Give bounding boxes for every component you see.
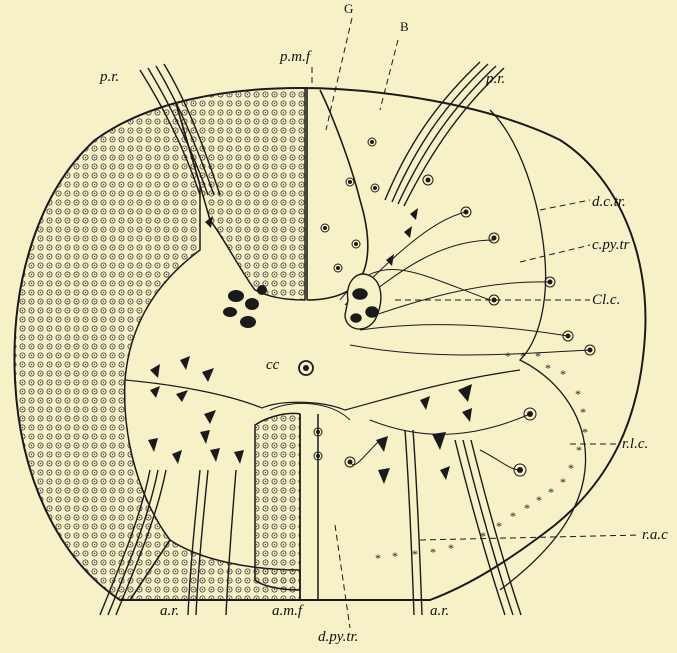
- svg-text:*: *: [505, 349, 511, 363]
- svg-text:*: *: [568, 461, 574, 475]
- svg-text:*: *: [580, 405, 586, 419]
- label-clarkes-column: Cl.c.: [592, 293, 620, 308]
- label-posterior-root-left: p.r.: [100, 70, 119, 85]
- svg-text:*: *: [524, 501, 530, 515]
- label-central-canal: cc: [266, 358, 279, 373]
- label-posterior-root-right: p.r.: [486, 72, 505, 87]
- label-crossed-pyramidal-tract: c.py.tr: [592, 238, 630, 253]
- svg-text:*: *: [392, 549, 398, 563]
- svg-text:*: *: [535, 349, 541, 363]
- label-direct-pyramidal-tract: d.py.tr.: [318, 630, 358, 645]
- svg-text:*: *: [536, 493, 542, 507]
- svg-text:*: *: [480, 529, 486, 543]
- label-anterior-cell-column: r.a.c: [642, 528, 668, 543]
- svg-text:*: *: [496, 519, 502, 533]
- svg-text:*: *: [430, 545, 436, 559]
- svg-text:*: *: [548, 485, 554, 499]
- svg-text:*: *: [375, 551, 381, 565]
- label-anterior-root-left: a.r.: [160, 604, 179, 619]
- label-posterior-median-fissure: p.m.f: [280, 50, 310, 65]
- label-anterior-median-fissure: a.m.f: [272, 604, 302, 619]
- svg-text:*: *: [448, 541, 454, 555]
- label-anterior-root-right: a.r.: [430, 604, 449, 619]
- label-lateral-cell-column: r.l.c.: [622, 437, 648, 452]
- left-anterior-medial-column: [255, 413, 300, 590]
- label-direct-cerebellar-tract: d.c.tr.: [592, 195, 626, 210]
- label-g: G: [344, 2, 353, 15]
- svg-text:*: *: [510, 509, 516, 523]
- svg-text:*: *: [576, 443, 582, 457]
- svg-text:*: *: [582, 425, 588, 439]
- svg-text:*: *: [520, 349, 526, 363]
- svg-text:*: *: [412, 547, 418, 561]
- svg-text:*: *: [575, 387, 581, 401]
- svg-text:*: *: [560, 367, 566, 381]
- label-b: B: [400, 20, 409, 33]
- svg-text:*: *: [560, 475, 566, 489]
- svg-text:*: *: [545, 361, 551, 375]
